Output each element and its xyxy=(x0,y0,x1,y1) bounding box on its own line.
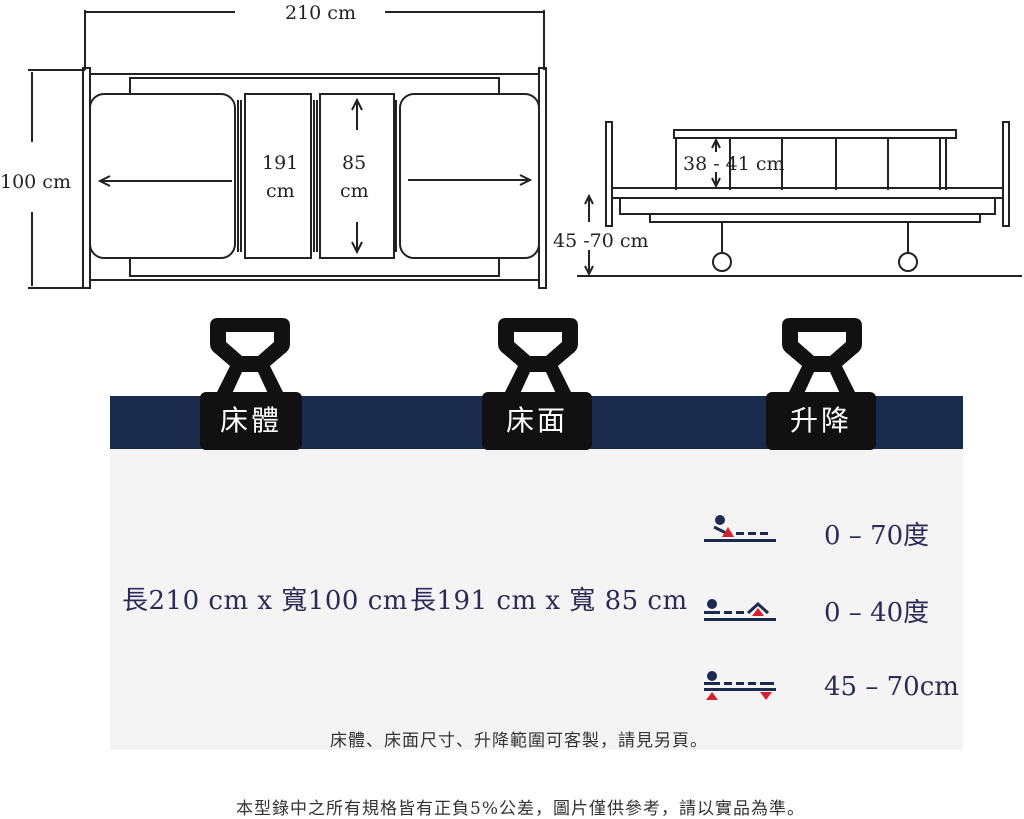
bed-side-view xyxy=(577,121,1022,277)
backrest-lift-icon xyxy=(704,515,776,542)
surface-length-unit: cm xyxy=(266,180,295,202)
tag-lift: 升降 xyxy=(766,392,876,450)
tag-frame: 床體 xyxy=(200,392,302,450)
height-lift-icon xyxy=(704,671,776,700)
footer-disclaimer: 本型錄中之所有規格皆有正負5%公差，圖片僅供參考，請以實品為準。 xyxy=(236,799,805,819)
customization-note: 床體、床面尺寸、升降範圍可客製，請見另頁。 xyxy=(330,731,708,751)
binder-clip-icon xyxy=(782,318,862,398)
frame-size-spec: 長210 cm x 寬100 cm xyxy=(122,586,408,616)
bed-top-view xyxy=(28,10,547,289)
rail-height-label: 38 - 41 cm xyxy=(683,153,785,175)
bed-dimension-diagram: 210 cm 100 cm 191 cm 85 cm 3 xyxy=(0,2,1022,289)
leg-lift-range: 0 – 40度 xyxy=(824,598,930,628)
width-dimension-label: 100 cm xyxy=(0,171,71,193)
lift-height-label: 45 -70 cm xyxy=(553,230,649,252)
backrest-lift-range: 0 – 70度 xyxy=(824,521,930,551)
spec-panel xyxy=(110,449,963,750)
tag-surface: 床面 xyxy=(482,392,592,450)
leg-lift-icon xyxy=(704,599,776,621)
surface-width-unit: cm xyxy=(340,180,369,202)
surface-size-spec: 長191 cm x 寬 85 cm xyxy=(410,586,688,616)
binder-clip-icon xyxy=(498,318,578,398)
surface-length-number: 191 xyxy=(262,152,298,174)
length-dimension-label: 210 cm xyxy=(285,2,356,24)
height-lift-range: 45 – 70cm xyxy=(824,672,959,702)
surface-width-number: 85 xyxy=(342,152,366,174)
binder-clip-icon xyxy=(210,318,290,398)
